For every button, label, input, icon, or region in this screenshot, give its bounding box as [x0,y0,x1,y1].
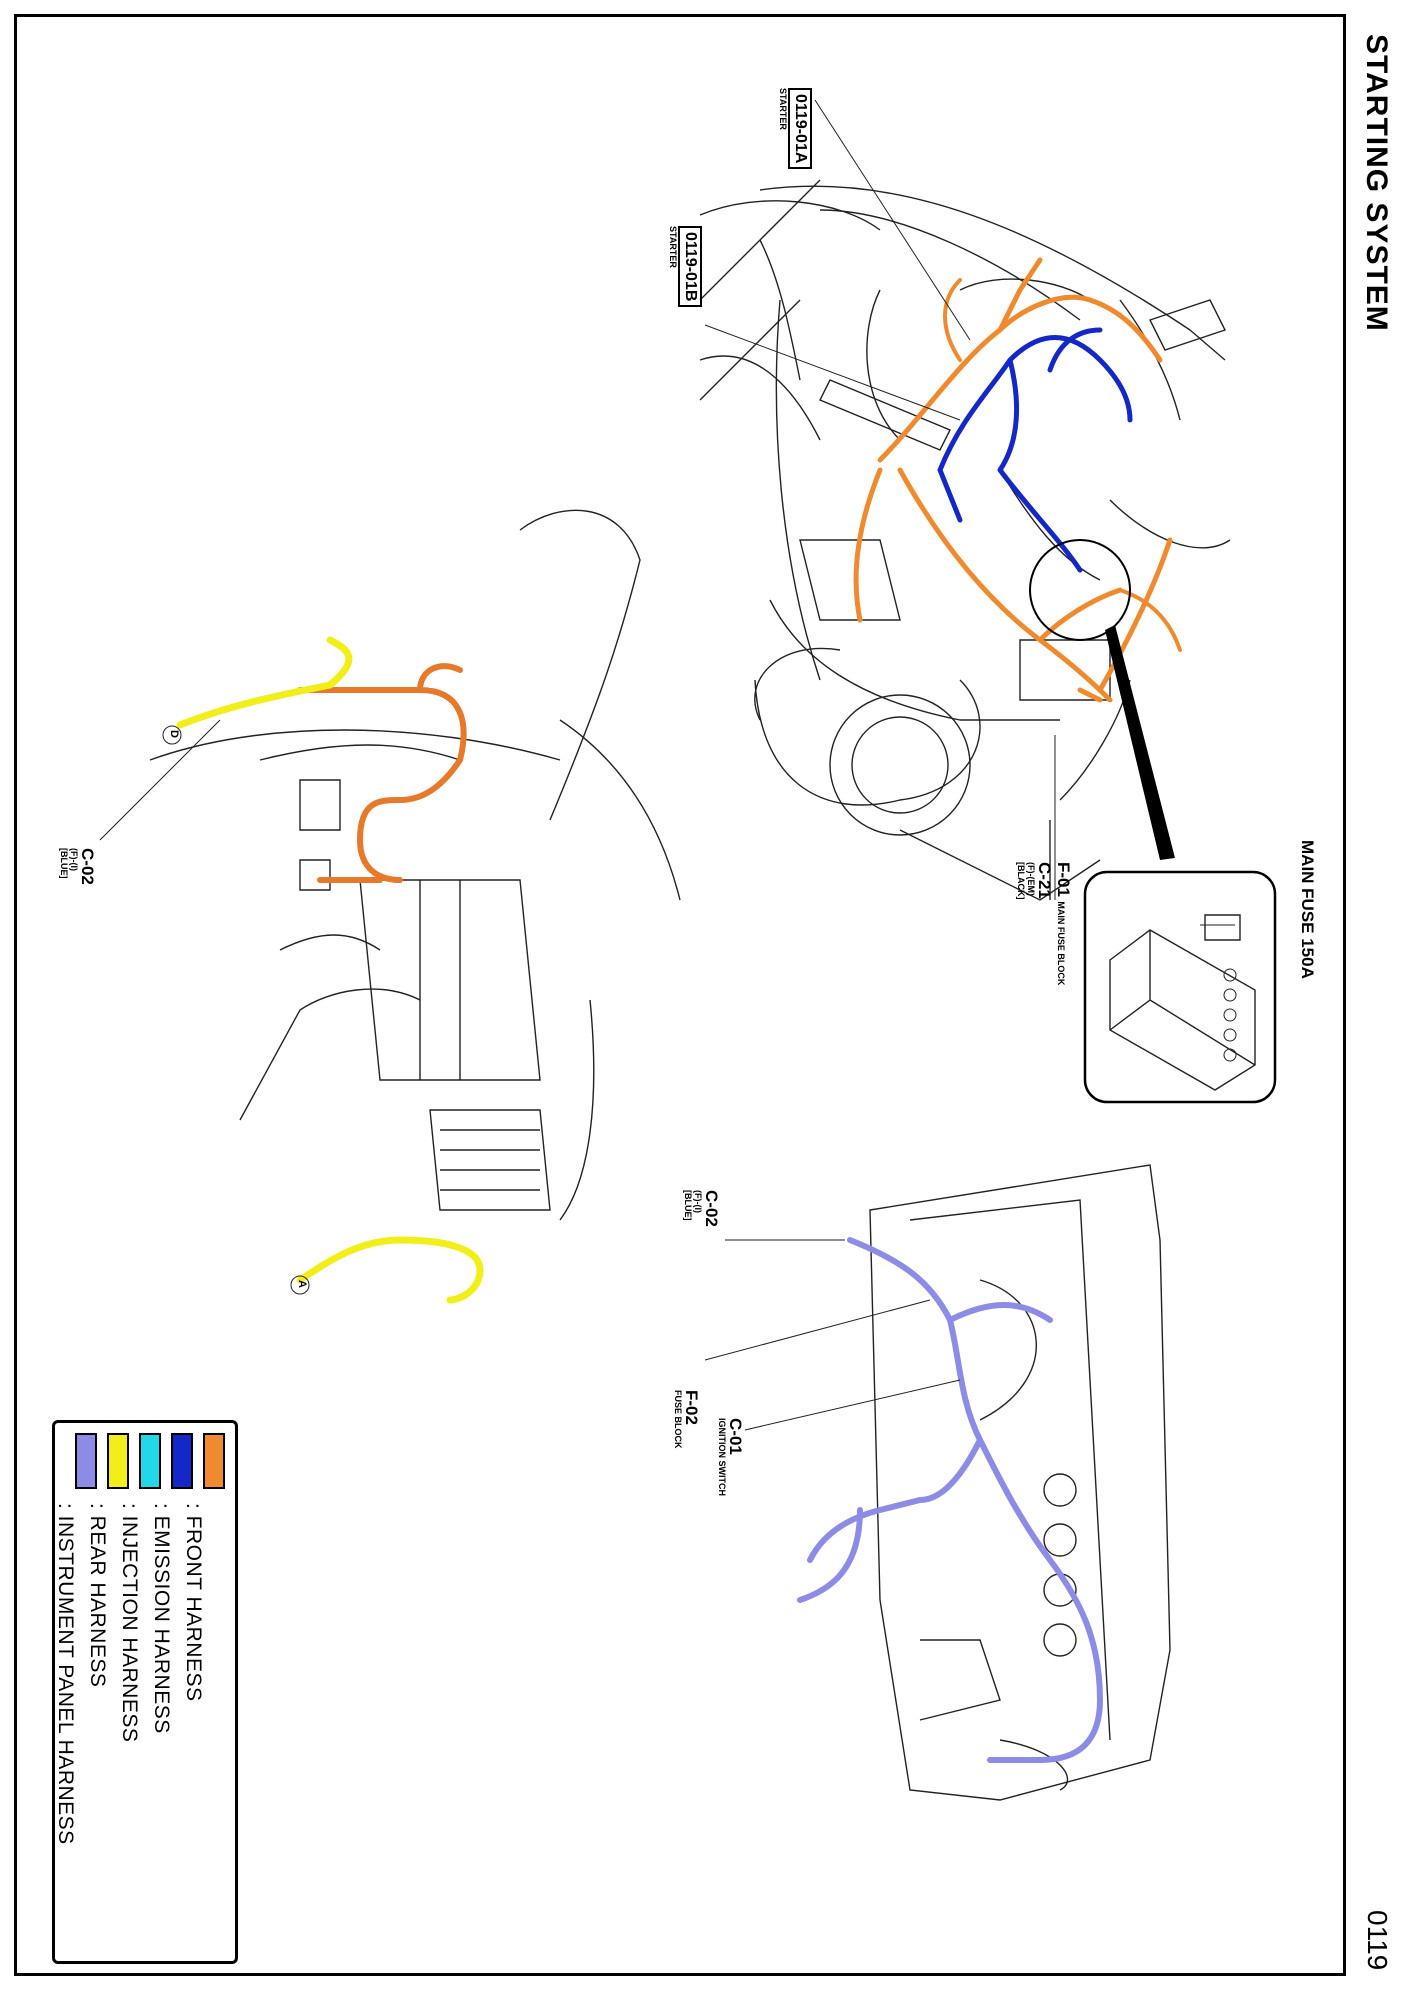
callout-starter-b: 0119-01B STARTER [668,226,702,308]
c02-line2: [BLUE] [683,1190,693,1221]
page-frame [14,14,1346,1976]
harness-legend: : FRONT HARNESS : EMISSION HARNESS : INJ… [52,1420,238,1964]
f01-name: MAIN FUSE BLOCK [1056,901,1066,986]
legend-item-front: : FRONT HARNESS [182,1433,227,1701]
callout-f02: F-02 FUSE BLOCK [673,1390,701,1449]
legend-item-injection: : INJECTION HARNESS [118,1433,163,1742]
callout-code: 0119-01A [788,88,812,170]
callout-starter-a: 0119-01A STARTER [778,88,812,170]
callout-name: STARTER [778,88,788,130]
callout-f01-c21: F-01 MAIN FUSE BLOCK C-21 (F)-(EM) [BLAC… [1016,862,1073,986]
c02-code: C-02 [78,848,97,885]
instrument-panel-harness-path [797,1237,1104,1763]
c21-line2: [BLACK] [1016,862,1026,900]
main-fuse-zoom-box [1083,870,1277,1104]
steering-area-drawing [149,509,681,1221]
front-harness-steering-path [297,663,467,883]
c21-line1: (F)-(EM) [1026,862,1036,896]
legend-swatch-emission [171,1433,193,1489]
fuse-zoom-beam [1105,625,1175,860]
c21-code: C-21 [1035,862,1054,899]
callout-c02-left: C-02 (F)-(I) [BLUE] [59,848,97,885]
main-fuse-title: MAIN FUSE 150A [1298,840,1317,979]
callout-c02-right: C-02 (F)-(I) [BLUE] [683,1190,721,1227]
rear-harness-path-2 [296,1236,484,1304]
dashboard-drawing [869,1164,1171,1801]
legend-item-rear: : REAR HARNESS [86,1433,131,1687]
legend-label: : EMISSION HARNESS [150,1503,173,1734]
c01-name: IGNITION SWITCH [717,1418,727,1496]
legend-swatch-instrument-panel [75,1433,97,1489]
legend-item-emission: : EMISSION HARNESS [150,1433,195,1734]
legend-swatch-front [203,1433,225,1489]
marker-a: A [296,1280,308,1288]
f02-name: FUSE BLOCK [673,1390,683,1449]
legend-label: : REAR HARNESS [86,1503,109,1688]
c02-line2: [BLUE] [59,848,69,879]
callout-c01: C-01 IGNITION SWITCH [717,1418,745,1496]
legend-label: : INJECTION HARNESS [118,1503,141,1743]
callout-code: 0119-01B [678,226,702,308]
front-harness-path [853,257,1173,703]
emission-harness-path [937,327,1133,573]
c01-code: C-01 [726,1418,745,1455]
legend-label: : FRONT HARNESS [182,1503,205,1702]
marker-d: D [168,730,180,738]
callout-name: STARTER [668,226,678,268]
f02-code: F-02 [682,1390,701,1425]
legend-swatch-injection [139,1433,161,1489]
legend-swatch-rear [107,1433,129,1489]
c02-code: C-02 [702,1190,721,1227]
front-harness-path-2 [943,278,1182,652]
rear-harness-path [176,636,353,729]
legend-label: : INSTRUMENT PANEL HARNESS [54,1503,77,1845]
legend-item-instrument-panel: : INSTRUMENT PANEL HARNESS [54,1433,99,1845]
f01-code: F-01 [1054,862,1073,897]
